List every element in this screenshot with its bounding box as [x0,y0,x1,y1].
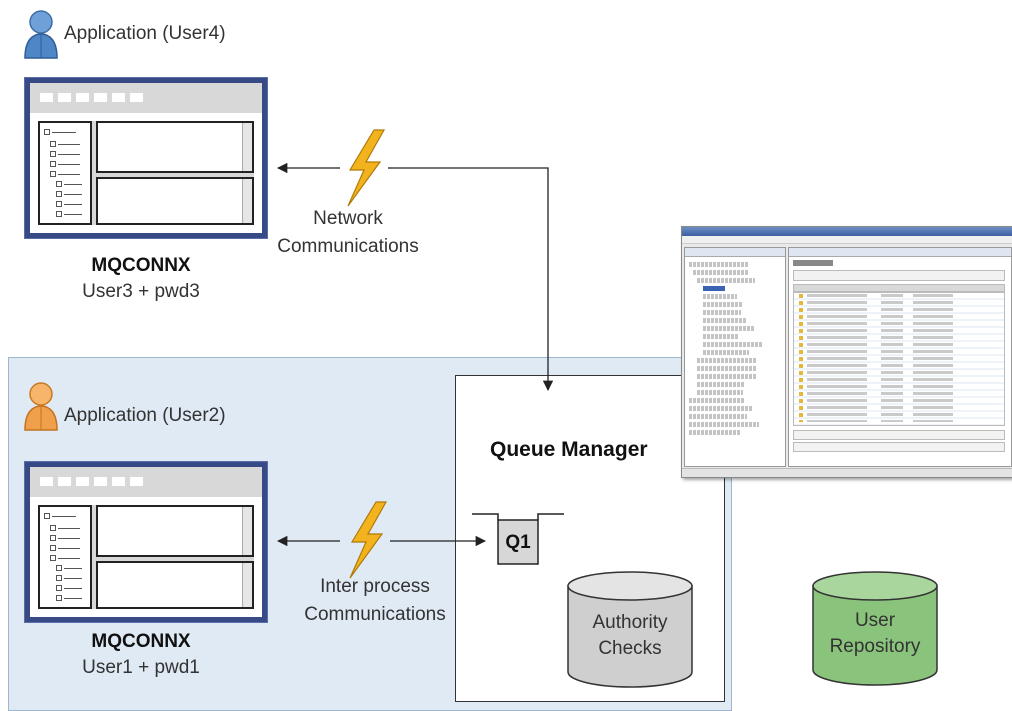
tree-pane [38,505,92,609]
database-cylinder-icon [812,571,938,686]
lightning-icon [349,501,388,579]
remote-app-label: Application (User4) [64,23,226,44]
remote-application-window [25,78,267,238]
database-cylinder-icon [567,571,693,688]
window-title-bar [30,83,262,113]
user-icon [24,382,58,431]
authority-line2: Checks [598,638,662,659]
network-label: Network Communications [268,207,428,258]
user-repository-label: User Repository [810,608,940,660]
queue-icon [472,513,564,565]
network-label-line1: Network [313,208,383,229]
local-app-label: Application (User2) [64,405,226,426]
lower-pane [96,177,254,225]
tree-pane [38,121,92,225]
window-body [38,121,254,225]
remote-connect-call: MQCONNX [91,255,191,276]
local-credentials: User1 + pwd1 [82,657,200,678]
queue-name: Q1 [505,532,531,553]
ipc-label: Inter process Communications [285,575,465,626]
local-application-window [25,462,267,622]
repository-line1: User [854,610,896,631]
repository-line2: Repository [829,636,921,657]
remote-connect-block: MQCONNX User3 + pwd3 [25,254,257,303]
screenshot-navigator-pane [684,247,786,467]
upper-pane [96,121,254,173]
lower-pane [96,561,254,609]
ipc-label-line1: Inter process [320,576,430,597]
ipc-label-line2: Communications [304,604,446,625]
screenshot-title-bar [682,227,1012,236]
window-title-bar [30,467,262,497]
mq-explorer-screenshot [681,226,1012,478]
screenshot-content-pane [788,247,1012,467]
authority-line1: Authority [592,612,668,633]
remote-credentials: User3 + pwd3 [82,281,200,302]
upper-pane [96,505,254,557]
network-arrow [276,162,554,392]
window-body [38,505,254,609]
queue-manager-title: Queue Manager [490,438,648,461]
screenshot-menu-bar [682,236,1012,244]
local-connect-call: MQCONNX [91,631,191,652]
screenshot-status-bar [682,468,1012,477]
lightning-icon [347,129,386,207]
local-connect-block: MQCONNX User1 + pwd1 [25,630,257,679]
network-label-line2: Communications [277,236,419,257]
user-icon [24,10,58,59]
authority-checks-label: Authority Checks [565,610,695,662]
